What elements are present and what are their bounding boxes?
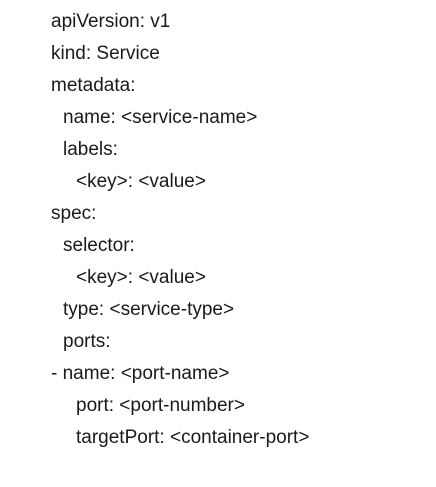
line-labels: labels: [63,139,118,160]
line-metadata-name: name: <service-name> [63,107,258,128]
yaml-document: apiVersion: v1 kind: Service metadata: n… [0,6,436,454]
line-metadata: metadata: [51,75,136,96]
line-api-version: apiVersion: v1 [51,11,171,32]
line-selector: selector: [63,235,135,256]
line-port: port: <port-number> [76,395,245,416]
line-kind: kind: Service [51,43,160,64]
line-type: type: <service-type> [63,299,235,320]
line-target-port: targetPort: <container-port> [76,427,310,448]
line-spec: spec: [51,203,97,224]
line-port-name: - name: <port-name> [51,363,230,384]
line-ports: ports: [63,331,111,352]
line-label-entry: <key>: <value> [76,171,206,192]
line-selector-entry: <key>: <value> [76,267,206,288]
